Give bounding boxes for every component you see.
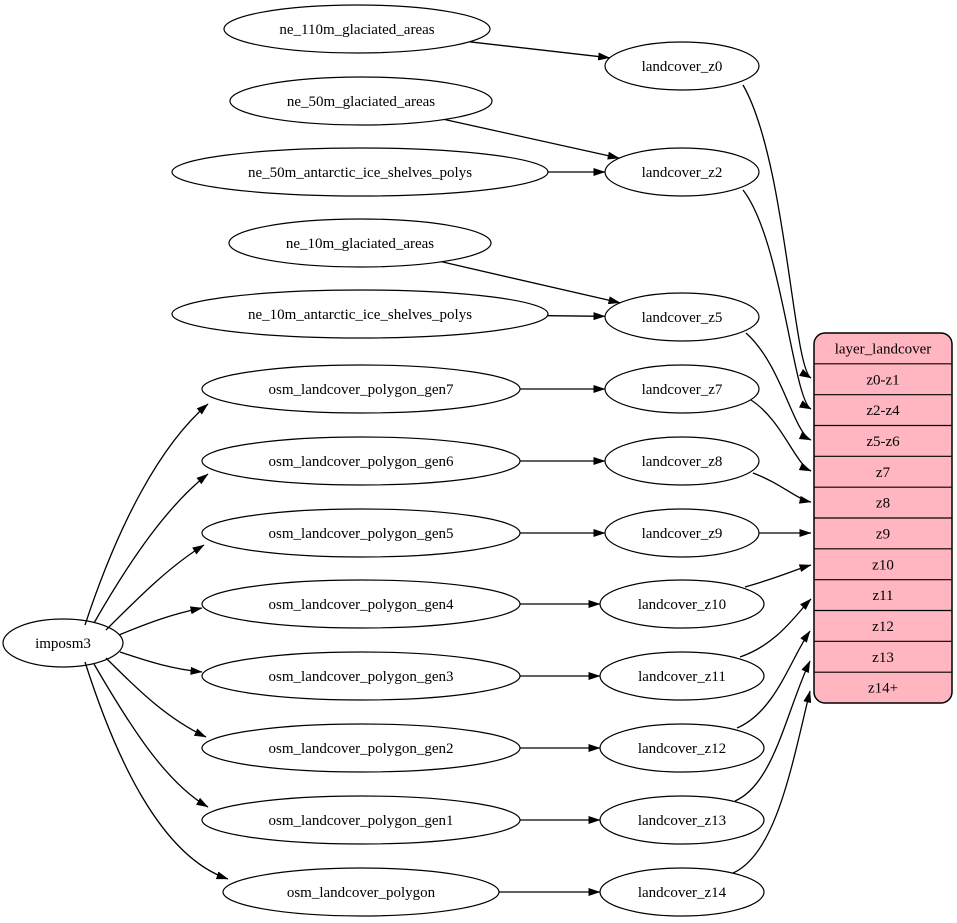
edge-landcover_z0-to-layer_landcover-z0-z1 [742, 84, 812, 379]
edge-landcover_z2-to-layer_landcover-z2-z4 [742, 189, 812, 410]
node-label-osm_landcover_polygon: osm_landcover_polygon [287, 885, 436, 901]
node-landcover_z14: landcover_z14 [599, 867, 765, 917]
node-label-landcover_z10: landcover_z10 [638, 597, 726, 613]
node-label-ne_10m_antarctic_ice_shelves_polys: ne_10m_antarctic_ice_shelves_polys [248, 307, 472, 323]
edge-landcover_z7-to-layer_landcover-z7 [750, 399, 812, 472]
node-osm_landcover_polygon_gen2: osm_landcover_polygon_gen2 [201, 723, 521, 773]
node-label-landcover_z11: landcover_z11 [638, 669, 726, 685]
record-row-z5-z6: z5-z6 [866, 434, 900, 450]
node-label-osm_landcover_polygon_gen5: osm_landcover_polygon_gen5 [269, 526, 454, 542]
edge-imposm3-to-osm_landcover_polygon_gen4 [118, 606, 203, 636]
node-label-osm_landcover_polygon_gen3: osm_landcover_polygon_gen3 [269, 669, 454, 685]
node-shape-landcover_z0 [604, 41, 760, 91]
record-row-z8: z8 [876, 496, 890, 512]
record-row-z2-z4: z2-z4 [866, 403, 900, 419]
record-row-z0-z1: z0-z1 [866, 372, 899, 388]
node-label-landcover_z14: landcover_z14 [638, 885, 727, 901]
record-header: layer_landcover [835, 341, 932, 357]
node-label-osm_landcover_polygon_gen2: osm_landcover_polygon_gen2 [269, 741, 454, 757]
node-shape-ne_110m_glaciated_areas [223, 4, 491, 54]
record-row-z7: z7 [876, 465, 891, 481]
node-landcover_z8: landcover_z8 [604, 436, 760, 486]
edge-landcover_z5-to-layer_landcover-z5-z6 [745, 332, 812, 441]
record-row-z10: z10 [872, 557, 894, 573]
node-label-landcover_z9: landcover_z9 [642, 526, 723, 542]
node-label-osm_landcover_polygon_gen1: osm_landcover_polygon_gen1 [269, 813, 454, 829]
node-label-landcover_z13: landcover_z13 [638, 813, 726, 829]
node-osm_landcover_polygon_gen7: osm_landcover_polygon_gen7 [201, 364, 521, 414]
record-row-z14+: z14+ [868, 681, 898, 697]
node-landcover_z2: landcover_z2 [604, 147, 760, 197]
node-shape-ne_50m_glaciated_areas [229, 76, 493, 126]
record-row-z9: z9 [876, 526, 890, 542]
edge-ne_10m_glaciated_areas-to-landcover_z5 [441, 261, 621, 305]
edge-ne_110m_glaciated_areas-to-landcover_z0 [469, 41, 611, 61]
node-label-landcover_z7: landcover_z7 [642, 382, 723, 398]
node-landcover_z13: landcover_z13 [599, 795, 765, 845]
node-imposm3: imposm3 [2, 618, 124, 668]
node-label-landcover_z8: landcover_z8 [642, 454, 723, 470]
node-landcover_z10: landcover_z10 [599, 579, 765, 629]
edge-landcover_z10-to-layer_landcover-z10 [744, 564, 812, 588]
edge-imposm3-to-osm_landcover_polygon_gen6 [93, 473, 209, 624]
node-landcover_z11: landcover_z11 [599, 651, 765, 701]
record-row-z12: z12 [872, 619, 894, 635]
node-ne_50m_glaciated_areas: ne_50m_glaciated_areas [229, 76, 493, 126]
node-label-landcover_z5: landcover_z5 [642, 310, 723, 326]
edge-imposm3-to-osm_landcover_polygon_gen7 [84, 403, 209, 626]
edge-imposm3-to-osm_landcover_polygon_gen3 [119, 651, 203, 675]
node-landcover_z5: landcover_z5 [604, 292, 760, 342]
node-osm_landcover_polygon: osm_landcover_polygon [222, 867, 500, 917]
node-osm_landcover_polygon_gen3: osm_landcover_polygon_gen3 [201, 651, 521, 701]
node-shape-ne_10m_glaciated_areas [228, 218, 492, 268]
edge-imposm3-to-osm_landcover_polygon_gen2 [105, 657, 207, 738]
edge-landcover_z14-to-layer_landcover-z14+ [732, 690, 812, 874]
edge-landcover_z11-to-layer_landcover-z11 [739, 598, 812, 658]
node-label-ne_50m_antarctic_ice_shelves_polys: ne_50m_antarctic_ice_shelves_polys [248, 165, 472, 181]
edge-landcover_z13-to-layer_landcover-z13 [734, 660, 811, 802]
node-label-ne_50m_glaciated_areas: ne_50m_glaciated_areas [287, 94, 435, 110]
node-ne_10m_antarctic_ice_shelves_polys: ne_10m_antarctic_ice_shelves_polys [171, 289, 549, 339]
record-row-z13: z13 [872, 650, 894, 666]
node-label-landcover_z2: landcover_z2 [642, 165, 723, 181]
node-label-landcover_z12: landcover_z12 [638, 741, 726, 757]
edge-imposm3-to-osm_landcover_polygon [84, 661, 229, 880]
node-shape-imposm3 [2, 618, 124, 668]
node-label-ne_110m_glaciated_areas: ne_110m_glaciated_areas [279, 22, 434, 38]
node-landcover_z9: landcover_z9 [604, 508, 760, 558]
edge-ne_10m_antarctic_ice_shelves_polys-to-landcover_z5 [547, 312, 606, 321]
edge-ne_50m_glaciated_areas-to-landcover_z2 [444, 118, 620, 160]
node-landcover_z0: landcover_z0 [604, 41, 760, 91]
node-ne_50m_antarctic_ice_shelves_polys: ne_50m_antarctic_ice_shelves_polys [171, 147, 549, 197]
edge-landcover_z8-to-layer_landcover-z8 [752, 472, 812, 504]
node-shape-ne_10m_antarctic_ice_shelves_polys [171, 289, 549, 339]
node-osm_landcover_polygon_gen4: osm_landcover_polygon_gen4 [201, 579, 521, 629]
edge-landcover_z12-to-layer_landcover-z12 [736, 630, 811, 729]
record-row-z11: z11 [872, 588, 893, 604]
node-osm_landcover_polygon_gen1: osm_landcover_polygon_gen1 [201, 795, 521, 845]
node-ne_10m_glaciated_areas: ne_10m_glaciated_areas [228, 218, 492, 268]
record-node-layer_landcover: layer_landcover z0-z1 z2-z4 z5-z6 z7 z8 z9 z10 z… [813, 332, 953, 704]
node-label-landcover_z0: landcover_z0 [642, 59, 723, 75]
node-label-osm_landcover_polygon_gen7: osm_landcover_polygon_gen7 [269, 382, 454, 398]
node-landcover_z7: landcover_z7 [604, 364, 760, 414]
node-landcover_z12: landcover_z12 [599, 723, 765, 773]
edge-imposm3-to-osm_landcover_polygon_gen5 [105, 544, 205, 631]
node-osm_landcover_polygon_gen6: osm_landcover_polygon_gen6 [201, 436, 521, 486]
node-label-ne_10m_glaciated_areas: ne_10m_glaciated_areas [286, 236, 434, 252]
node-label-imposm3: imposm3 [35, 636, 91, 652]
node-osm_landcover_polygon_gen5: osm_landcover_polygon_gen5 [201, 508, 521, 558]
node-label-osm_landcover_polygon_gen6: osm_landcover_polygon_gen6 [269, 454, 454, 470]
node-label-osm_landcover_polygon_gen4: osm_landcover_polygon_gen4 [269, 597, 454, 613]
edge-imposm3-to-osm_landcover_polygon_gen1 [93, 663, 209, 808]
node-ne_110m_glaciated_areas: ne_110m_glaciated_areas [223, 4, 491, 54]
